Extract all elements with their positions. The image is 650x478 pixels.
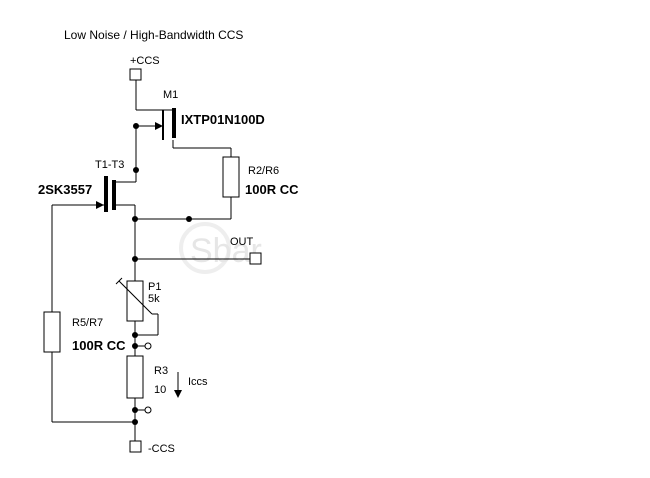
r2-value: 100R CC [245,182,299,197]
m1-part-number: IXTP01N100D [181,112,265,127]
p1-value: 5k [148,293,160,305]
vcc-terminal [129,68,142,81]
vss-label: -CCS [148,443,175,455]
schematic-title: Low Noise / High-Bandwidth CCS [64,28,243,42]
jumper-pin-2 [144,406,152,414]
r3-value: 10 [154,384,166,396]
m1-designator: M1 [163,89,178,101]
r5-resistor [43,311,61,353]
p1-potentiometer [115,277,153,322]
junction-dots [132,123,192,425]
out-terminal [249,252,262,265]
r3-resistor [126,355,144,399]
t1-jfet-symbol [96,176,116,212]
vcc-label: +CCS [130,55,160,67]
watermark-ring [179,222,231,274]
t1-part-number: 2SK3557 [38,182,92,197]
out-label: OUT [230,236,254,248]
watermark: Sbar [179,222,262,274]
p1-designator: P1 [148,281,161,293]
jumper-pin-1 [144,342,152,350]
m1-mosfet-symbol [155,108,176,140]
current-arrow-icon [174,372,182,398]
r2-designator: R2/R6 [248,165,279,177]
r3-designator: R3 [154,365,168,377]
vss-terminal [129,440,142,453]
current-label: Iccs [188,376,208,388]
t1-designator: T1-T3 [95,159,124,171]
wires [51,80,250,441]
r5-value: 100R CC [72,338,126,353]
r2-resistor [222,156,240,198]
r5-designator: R5/R7 [72,317,103,329]
